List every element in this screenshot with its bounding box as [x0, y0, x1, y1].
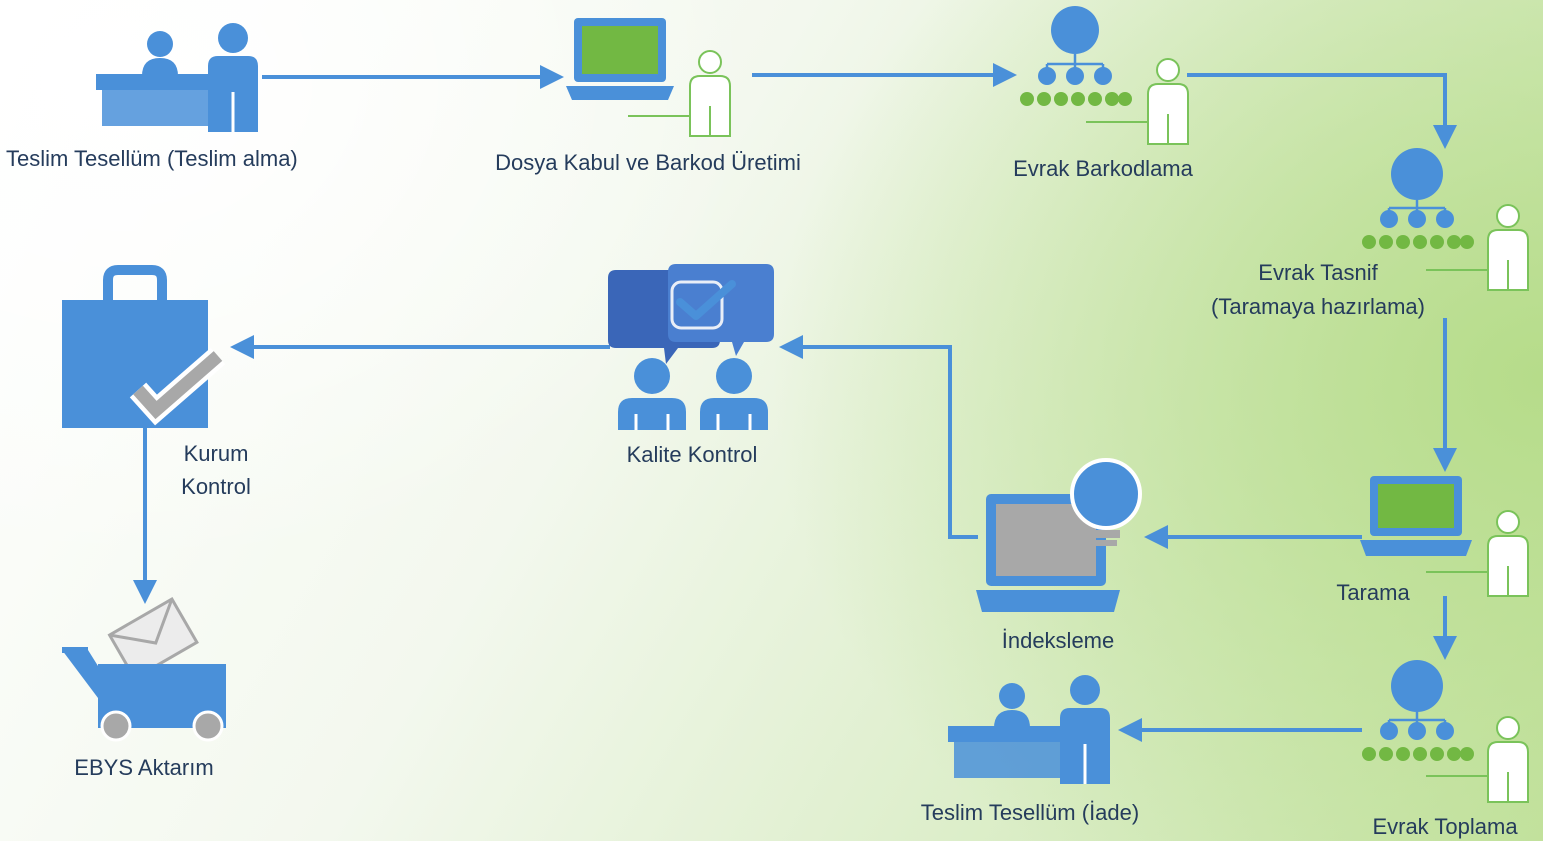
label-kalite-kontrol: Kalite Kontrol	[626, 442, 758, 467]
arrow-indeks-to-kalite	[779, 335, 978, 539]
user-outline-icon	[689, 50, 731, 137]
flow-arrows	[133, 63, 1457, 742]
user-outline-icon	[1487, 716, 1529, 803]
hierarchy-icon	[1362, 660, 1474, 761]
label-ebys-aktarim: EBYS Aktarım	[74, 755, 214, 780]
user-outline-icon	[1487, 510, 1529, 597]
quality-check-icon	[608, 264, 774, 430]
user-outline-icon	[1147, 58, 1189, 145]
label-kurum: Kurum	[183, 441, 249, 466]
label-evrak-toplama: Evrak Toplama	[1372, 814, 1518, 839]
label-evrak-tasnif: Evrak Tasnif	[1258, 260, 1378, 285]
cart-envelope-icon	[62, 596, 226, 742]
hierarchy-icon	[1020, 6, 1132, 106]
reception-desk-icon	[96, 23, 258, 132]
laptop-icon	[1360, 476, 1472, 556]
label-indeksleme: İndeksleme	[1001, 628, 1115, 653]
label-taramaya-hazirlama: (Taramaya hazırlama)	[1211, 294, 1425, 319]
user-outline-icon	[1487, 204, 1529, 291]
label-teslim-iade: Teslim Tesellüm (İade)	[920, 800, 1140, 825]
laptop-icon	[566, 18, 674, 100]
label-dosya-kabul: Dosya Kabul ve Barkod Üretimi	[495, 150, 801, 175]
label-teslim-alma: Teslim Tesellüm (Teslim alma)	[6, 146, 298, 171]
label-evrak-barkodlama: Evrak Barkodlama	[1013, 156, 1193, 181]
reception-desk-icon	[948, 675, 1110, 784]
shopping-bag-check-icon	[62, 265, 226, 428]
arrow-barkod-to-tasnif	[1187, 73, 1457, 149]
label-kontrol: Kontrol	[181, 474, 251, 499]
label-tarama: Tarama	[1336, 580, 1410, 605]
laptop-lightbulb-icon	[976, 458, 1142, 612]
hierarchy-icon	[1362, 148, 1474, 249]
